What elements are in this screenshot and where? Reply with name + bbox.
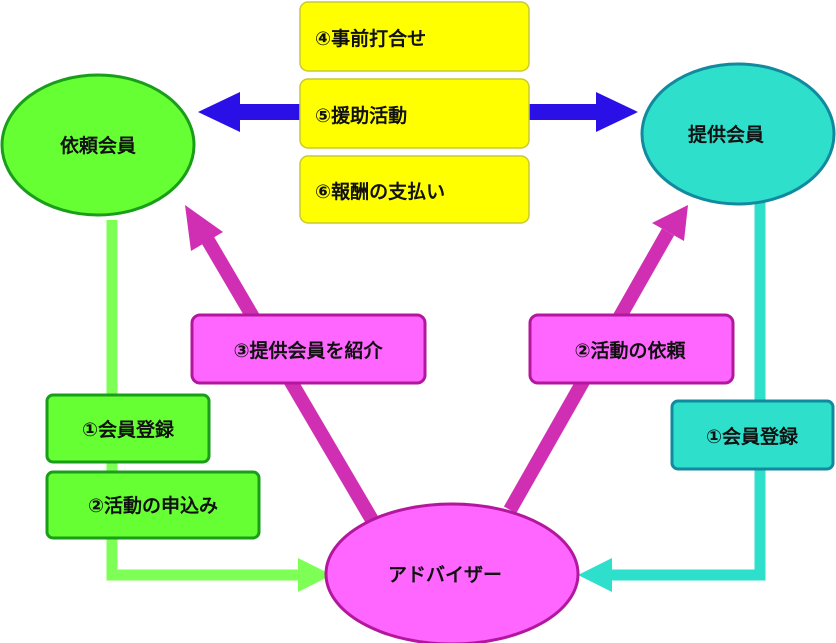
step-support-activity-box — [299, 78, 530, 149]
member-exchange-left-arrowhead — [198, 92, 240, 132]
step-register-requester-label: ①会員登録 — [82, 418, 175, 441]
provider-member-label: 提供会員 — [688, 123, 764, 146]
step-introduce-provider-label: ③提供会員を紹介 — [233, 339, 383, 362]
step-apply-activity-box — [45, 470, 261, 540]
provider-member-node — [640, 62, 836, 206]
step-apply-activity-label: ②活動の申込み — [88, 494, 218, 517]
requester-member-label: 依頼会員 — [60, 134, 136, 157]
step-introduce-provider-box — [190, 313, 427, 385]
advisor-to-requester-arrowhead — [185, 205, 223, 251]
step-support-activity-label: ⑤援助活動 — [315, 104, 407, 127]
step-request-activity-label: ②活動の依頼 — [574, 339, 686, 362]
requester-member-node — [0, 73, 196, 217]
provider-to-advisor-line — [610, 200, 766, 581]
step-request-activity-box — [528, 313, 735, 385]
step-pre-meeting-label: ④事前打合せ — [315, 27, 426, 50]
member-exchange-right-arrowhead — [596, 92, 638, 132]
step-pre-meeting-box — [299, 1, 530, 72]
advisor-to-provider-arrowhead — [652, 205, 688, 241]
requester-to-advisor-arrowhead — [298, 558, 332, 592]
requester-to-advisor-line — [106, 220, 300, 581]
step-payment-label: ⑥報酬の支払い — [315, 180, 445, 203]
step-register-provider-label: ①会員登録 — [706, 425, 799, 448]
provider-to-advisor-arrowhead — [578, 558, 612, 592]
advisor-label: アドバイザー — [388, 564, 502, 586]
step-register-requester-box — [45, 393, 211, 464]
step-payment-box — [299, 155, 530, 224]
advisor-node — [324, 502, 580, 643]
step-register-provider-box — [670, 399, 835, 471]
